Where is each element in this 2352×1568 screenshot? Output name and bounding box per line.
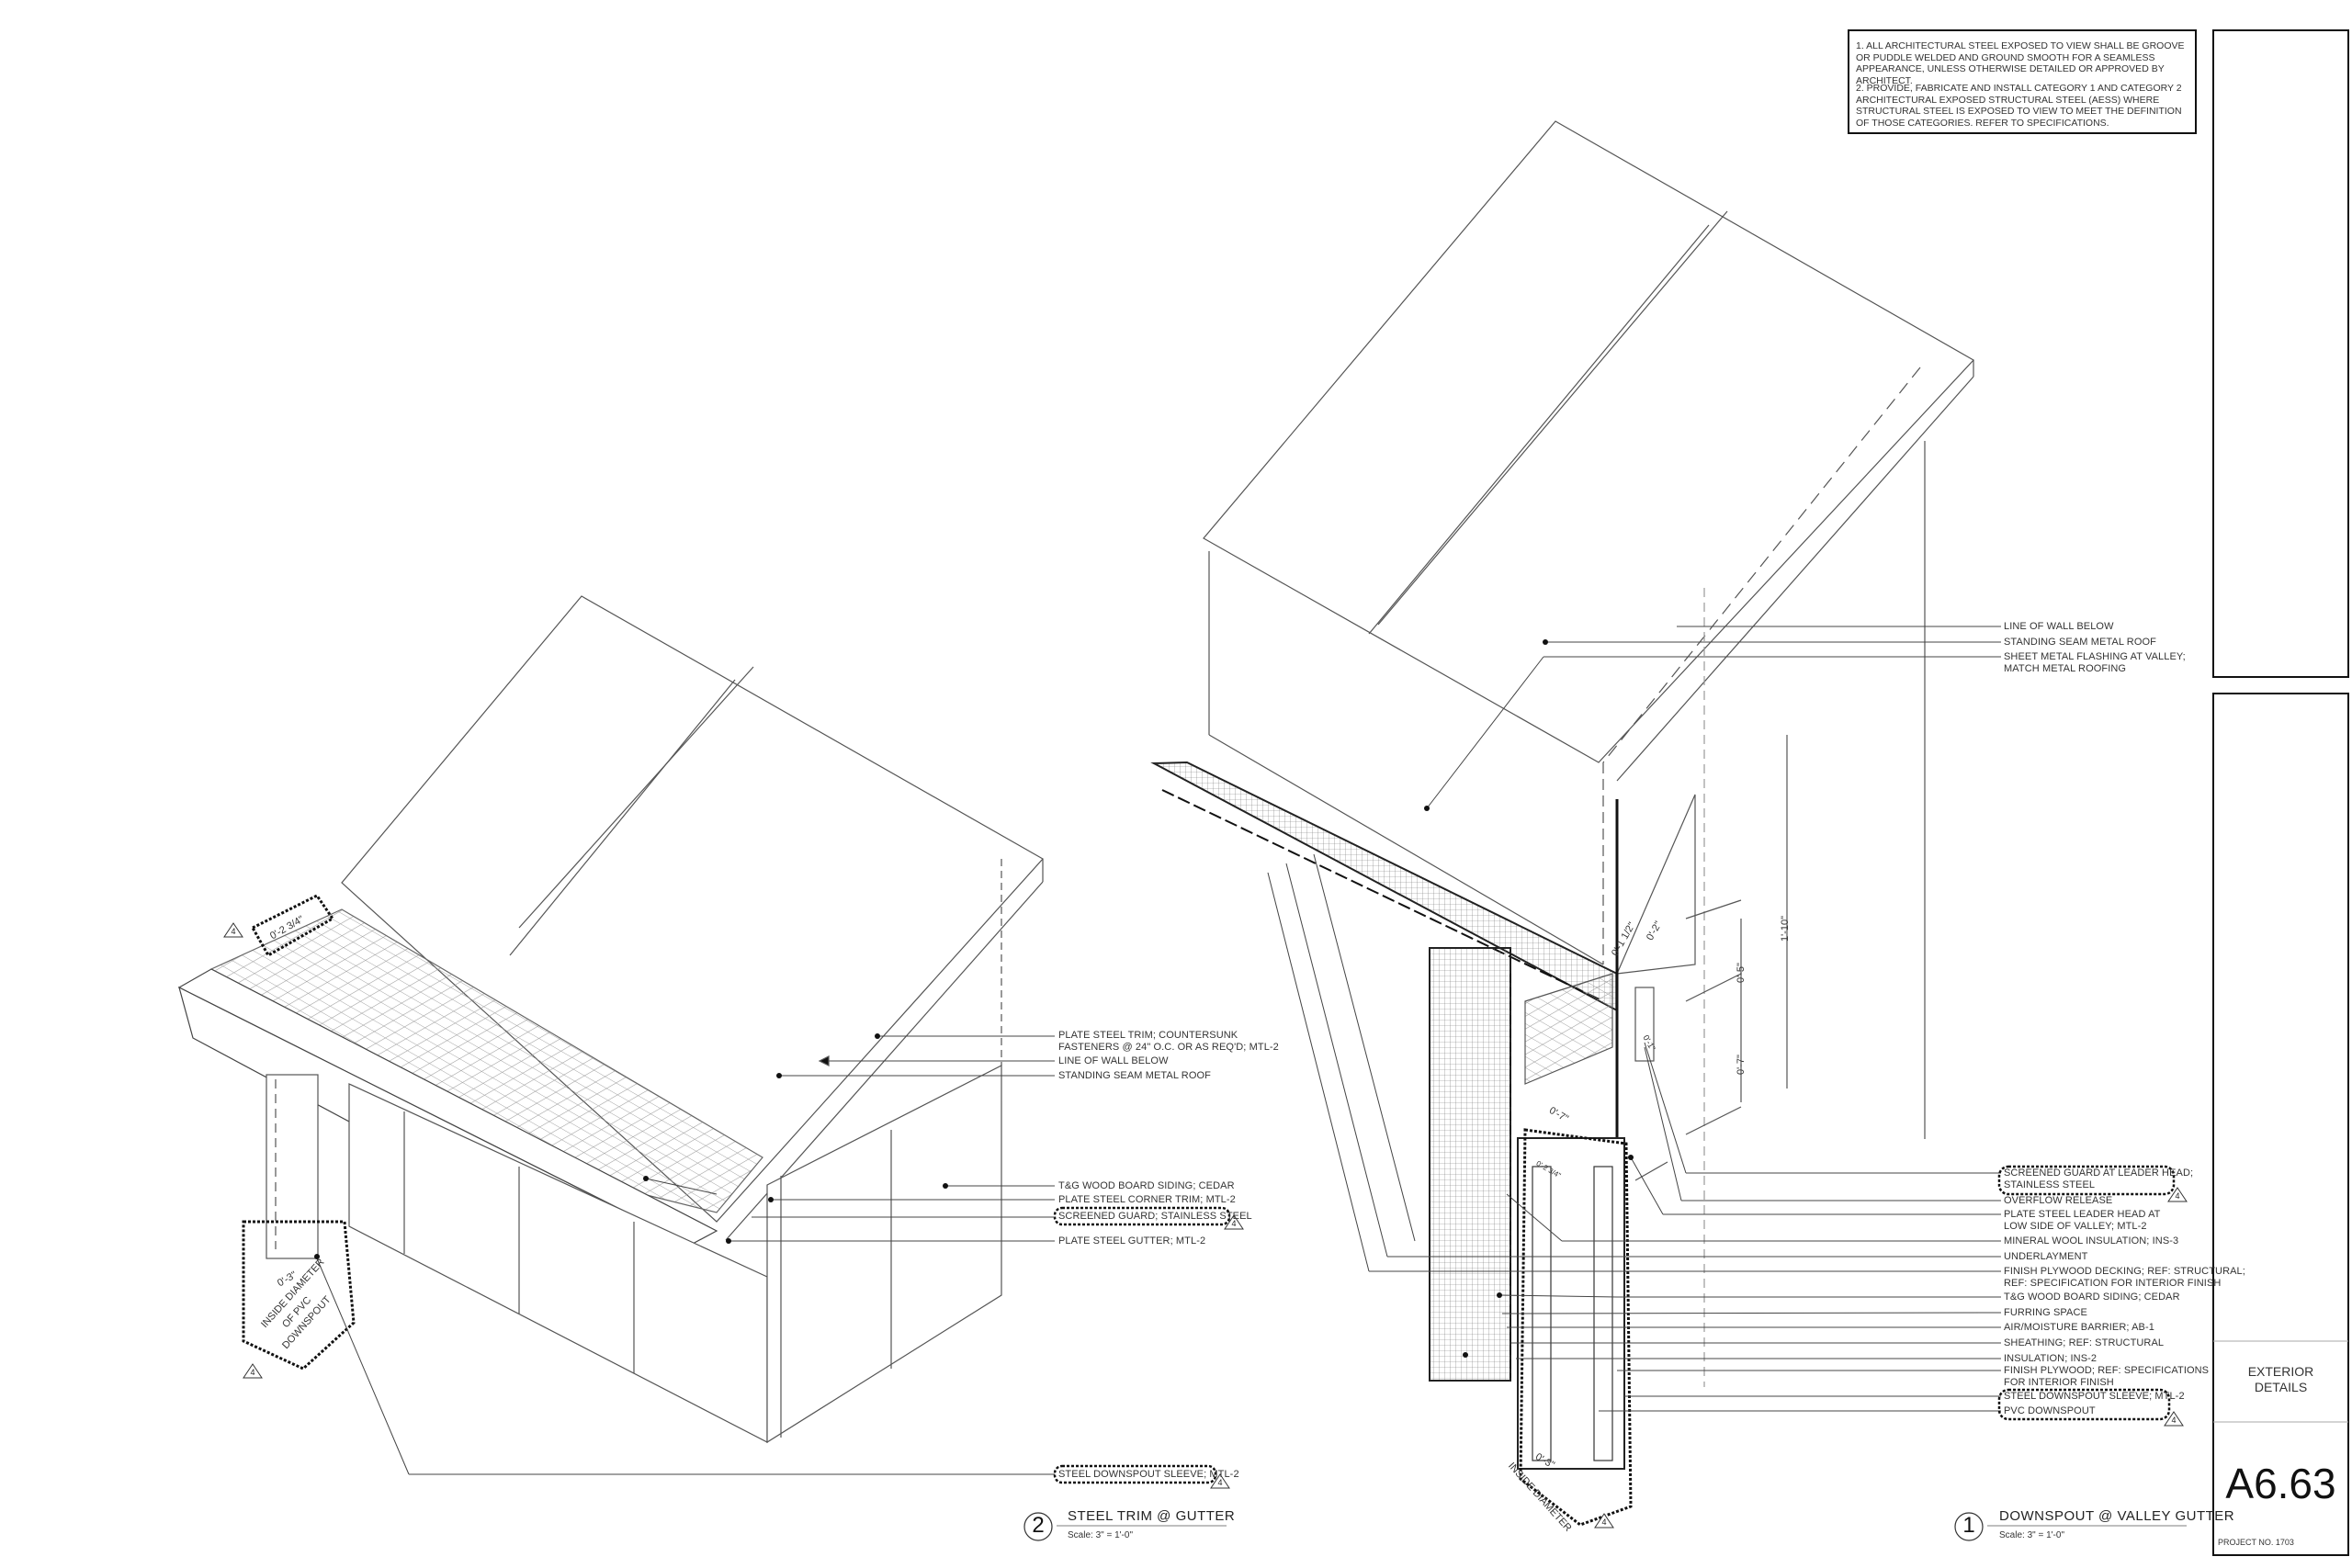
detail-1-linework — [1150, 120, 2187, 1541]
callout-downspout-sleeve: STEEL DOWNSPOUT SLEEVE; MTL-2 — [2004, 1391, 2185, 1402]
revision-cloud — [1997, 1388, 2171, 1421]
detail-2-scale: Scale: 3" = 1'-0" — [1068, 1530, 1133, 1540]
callout-pvc-downspout: PVC DOWNSPOUT — [2004, 1405, 2096, 1416]
callout-leader-head: PLATE STEEL LEADER HEAD AT — [2004, 1209, 2161, 1220]
callout-plywood-decking: FINISH PLYWOOD DECKING; REF: STRUCTURAL; — [2004, 1266, 2245, 1277]
callout-line-of-wall-below: LINE OF WALL BELOW — [1058, 1055, 1169, 1066]
sheet-title-line-1: EXTERIOR — [2247, 1364, 2314, 1379]
revision-triangle — [2164, 1411, 2184, 1427]
detail-2-title: STEEL TRIM @ GUTTER — [1068, 1508, 1236, 1524]
revision-number: 4 — [1217, 1478, 1223, 1487]
callout-sheathing: SHEATHING; REF: STRUCTURAL — [2004, 1337, 2165, 1348]
dimension-label: 0'-5" — [1736, 963, 1747, 983]
project-number: PROJECT NO. 1703 — [2218, 1538, 2294, 1547]
callout-downspout-sleeve: STEEL DOWNSPOUT SLEEVE; MTL-2 — [1058, 1469, 1239, 1480]
detail-2-linework — [177, 595, 1231, 1541]
title-block-upper — [2212, 29, 2349, 678]
revision-cloud — [250, 894, 335, 958]
callout-overflow-release: OVERFLOW RELEASE — [2004, 1195, 2113, 1206]
detail-1-title: DOWNSPOUT @ VALLEY GUTTER — [1999, 1508, 2235, 1524]
callout-corner-trim: PLATE STEEL CORNER TRIM; MTL-2 — [1058, 1194, 1236, 1205]
callout-finish-plywood: FINISH PLYWOOD; REF: SPECIFICATIONS — [2004, 1365, 2210, 1376]
callout-air-barrier: AIR/MOISTURE BARRIER; AB-1 — [2004, 1322, 2154, 1333]
callout-wood-siding: T&G WOOD BOARD SIDING; CEDAR — [2004, 1292, 2180, 1303]
callout-finish-plywood-2: FOR INTERIOR FINISH — [2004, 1377, 2114, 1388]
revision-number: 4 — [231, 927, 236, 936]
revision-number: 4 — [2171, 1416, 2177, 1425]
revision-cloud — [242, 1220, 356, 1371]
callout-standing-seam-roof: STANDING SEAM METAL ROOF — [2004, 637, 2156, 648]
callout-plate-steel-trim-2: FASTENERS @ 24" O.C. OR AS REQ'D; MTL-2 — [1058, 1042, 1279, 1053]
revision-number: 4 — [2175, 1191, 2180, 1201]
callout-valley-flashing: SHEET METAL FLASHING AT VALLEY; — [2004, 651, 2186, 662]
detail-1-bubble — [1954, 1512, 1984, 1541]
revision-triangle — [223, 922, 243, 938]
revision-cloud — [1997, 1165, 2176, 1196]
callout-valley-flashing-2: MATCH METAL ROOFING — [2004, 663, 2127, 674]
revision-cloud — [1053, 1464, 1217, 1484]
callout-mineral-wool: MINERAL WOOL INSULATION; INS-3 — [2004, 1235, 2179, 1247]
callout-line-of-wall-below: LINE OF WALL BELOW — [2004, 621, 2114, 632]
revision-number: 4 — [1231, 1219, 1237, 1228]
revision-number: 4 — [250, 1368, 255, 1377]
callout-screened-guard-leader-head: SCREENED GUARD AT LEADER HEAD; — [2004, 1168, 2194, 1179]
callout-standing-seam-roof: STANDING SEAM METAL ROOF — [1058, 1070, 1211, 1081]
revision-number: 4 — [1601, 1517, 1607, 1527]
sheet-title-line-2: DETAILS — [2254, 1380, 2308, 1394]
callout-underlayment: UNDERLAYMENT — [2004, 1251, 2088, 1262]
callout-plate-steel-gutter: PLATE STEEL GUTTER; MTL-2 — [1058, 1235, 1206, 1247]
callout-screened-guard: SCREENED GUARD; STAINLESS STEEL — [1058, 1211, 1252, 1222]
revision-triangle — [1210, 1473, 1230, 1489]
dimension-label: 0'-7" — [1736, 1055, 1747, 1075]
revision-cloud — [1053, 1206, 1231, 1226]
revision-triangle — [1594, 1513, 1614, 1529]
revision-triangle — [243, 1363, 263, 1379]
revision-triangle — [2167, 1187, 2188, 1202]
general-note-2: 2. PROVIDE, FABRICATE AND INSTALL CATEGO… — [1856, 83, 2182, 129]
detail-2-bubble — [1023, 1512, 1053, 1541]
general-notes-box — [1848, 29, 2197, 134]
callout-plywood-decking-2: REF: SPECIFICATION FOR INTERIOR FINISH — [2004, 1278, 2222, 1289]
sheet-number: A6.63 — [2225, 1460, 2336, 1507]
general-note-1: 1. ALL ARCHITECTURAL STEEL EXPOSED TO VI… — [1856, 40, 2185, 86]
dimension-label: 1'-10" — [1780, 915, 1791, 942]
callout-wood-siding: T&G WOOD BOARD SIDING; CEDAR — [1058, 1180, 1235, 1191]
detail-1-number: 1 — [1962, 1513, 1975, 1538]
callout-screened-guard-leader-head-2: STAINLESS STEEL — [2004, 1179, 2096, 1190]
callout-insulation: INSULATION; INS-2 — [2004, 1353, 2098, 1364]
sheet-title: EXTERIOR DETAILS — [2213, 1364, 2348, 1395]
callout-plate-steel-trim: PLATE STEEL TRIM; COUNTERSUNK — [1058, 1030, 1238, 1041]
callout-furring-space: FURRING SPACE — [2004, 1307, 2087, 1318]
title-block-lower — [2212, 693, 2349, 1556]
detail-2-number: 2 — [1032, 1513, 1045, 1538]
detail-1-scale: Scale: 3" = 1'-0" — [1999, 1530, 2064, 1540]
callout-leader-head-2: LOW SIDE OF VALLEY; MTL-2 — [2004, 1221, 2147, 1232]
revision-triangle — [1224, 1214, 1244, 1230]
